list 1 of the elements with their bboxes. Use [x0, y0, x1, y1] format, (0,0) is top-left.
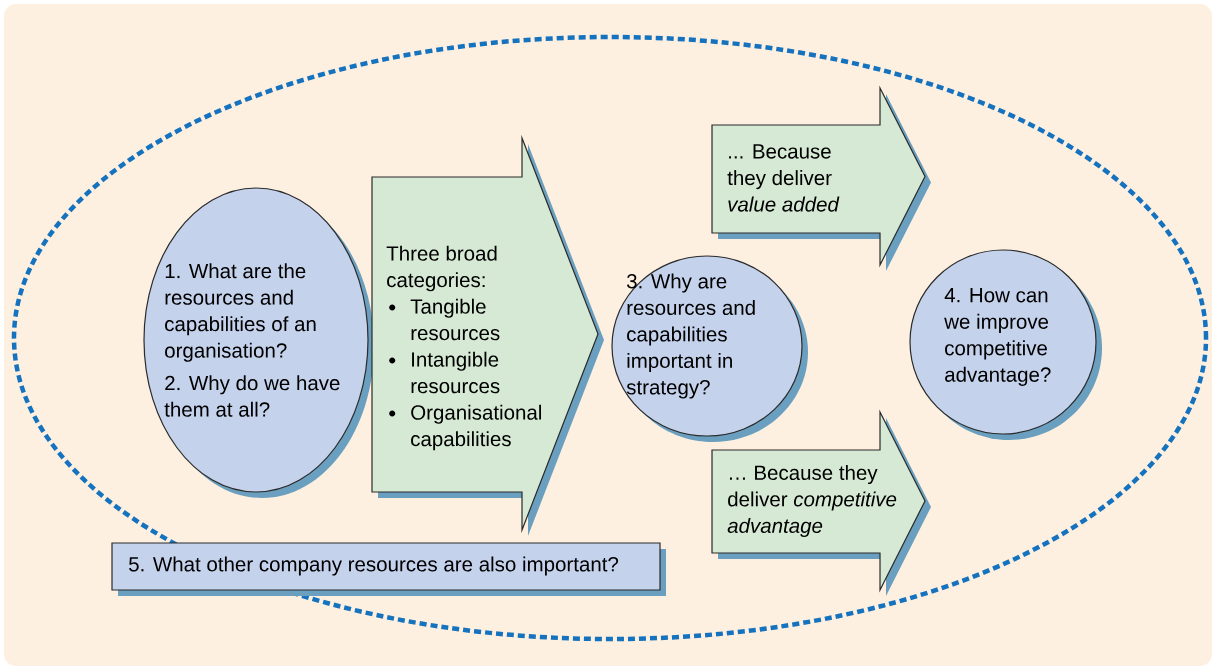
- question-box: 5. What other company resources are also important?: [111, 542, 666, 596]
